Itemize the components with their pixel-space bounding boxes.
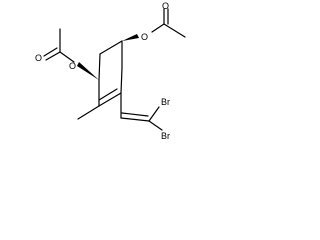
atom-o-right-ester: O <box>141 32 148 42</box>
bond-c3-c4 <box>120 67 123 94</box>
bond-c4-c5-double <box>98 88 118 101</box>
atom-o-left-ester: O <box>69 61 76 71</box>
bond-o-acyl-right <box>151 23 165 33</box>
bond-c1-c2 <box>99 40 123 55</box>
structure-canvas: O O O O Br Br <box>0 0 200 163</box>
molecule-structure: O O O O Br Br <box>35 1 186 141</box>
wedge-bond-right-o <box>122 34 139 41</box>
atom-o-left-carbonyl: O <box>35 53 42 63</box>
ring-bonds <box>98 40 123 107</box>
bond-vinyl-cbr2-double <box>121 112 149 117</box>
atom-br-top: Br <box>161 97 170 107</box>
methyl-bond <box>77 105 100 120</box>
bond-cbr2-br-bottom <box>148 120 163 131</box>
bond-carbonyl-left <box>45 51 61 61</box>
bond-c4-c5 <box>98 92 122 107</box>
bond-carbonyl-left-double <box>43 47 58 57</box>
bond-cbr2-br-top <box>148 106 160 122</box>
wedge-bond-left-o <box>77 62 99 80</box>
atom-br-bottom: Br <box>161 131 170 141</box>
bond-vinyl-cbr2 <box>120 117 150 122</box>
bond-c6-c1 <box>98 53 101 81</box>
bond-o-acyl-left <box>59 51 75 63</box>
bond-acyl-methyl-right <box>163 23 186 38</box>
atom-o-right-carbonyl: O <box>162 1 169 11</box>
